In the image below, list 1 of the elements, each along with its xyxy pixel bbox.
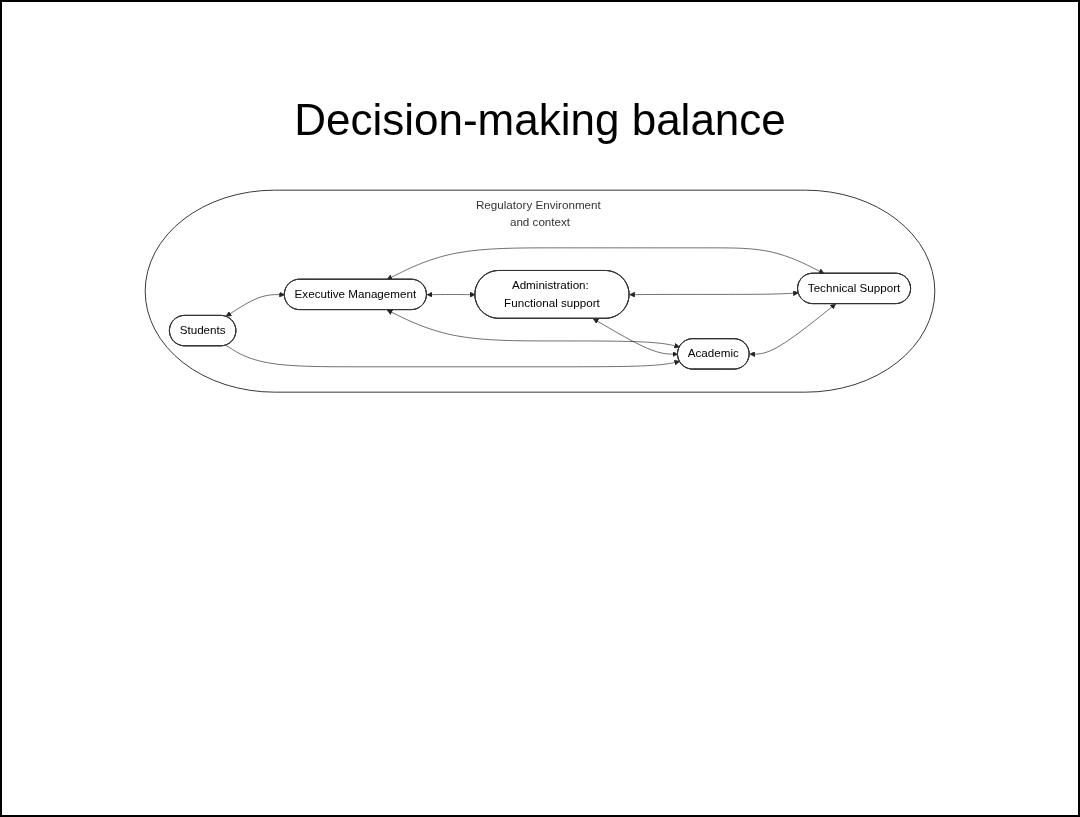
title: Decision-making balance — [293, 95, 787, 145]
